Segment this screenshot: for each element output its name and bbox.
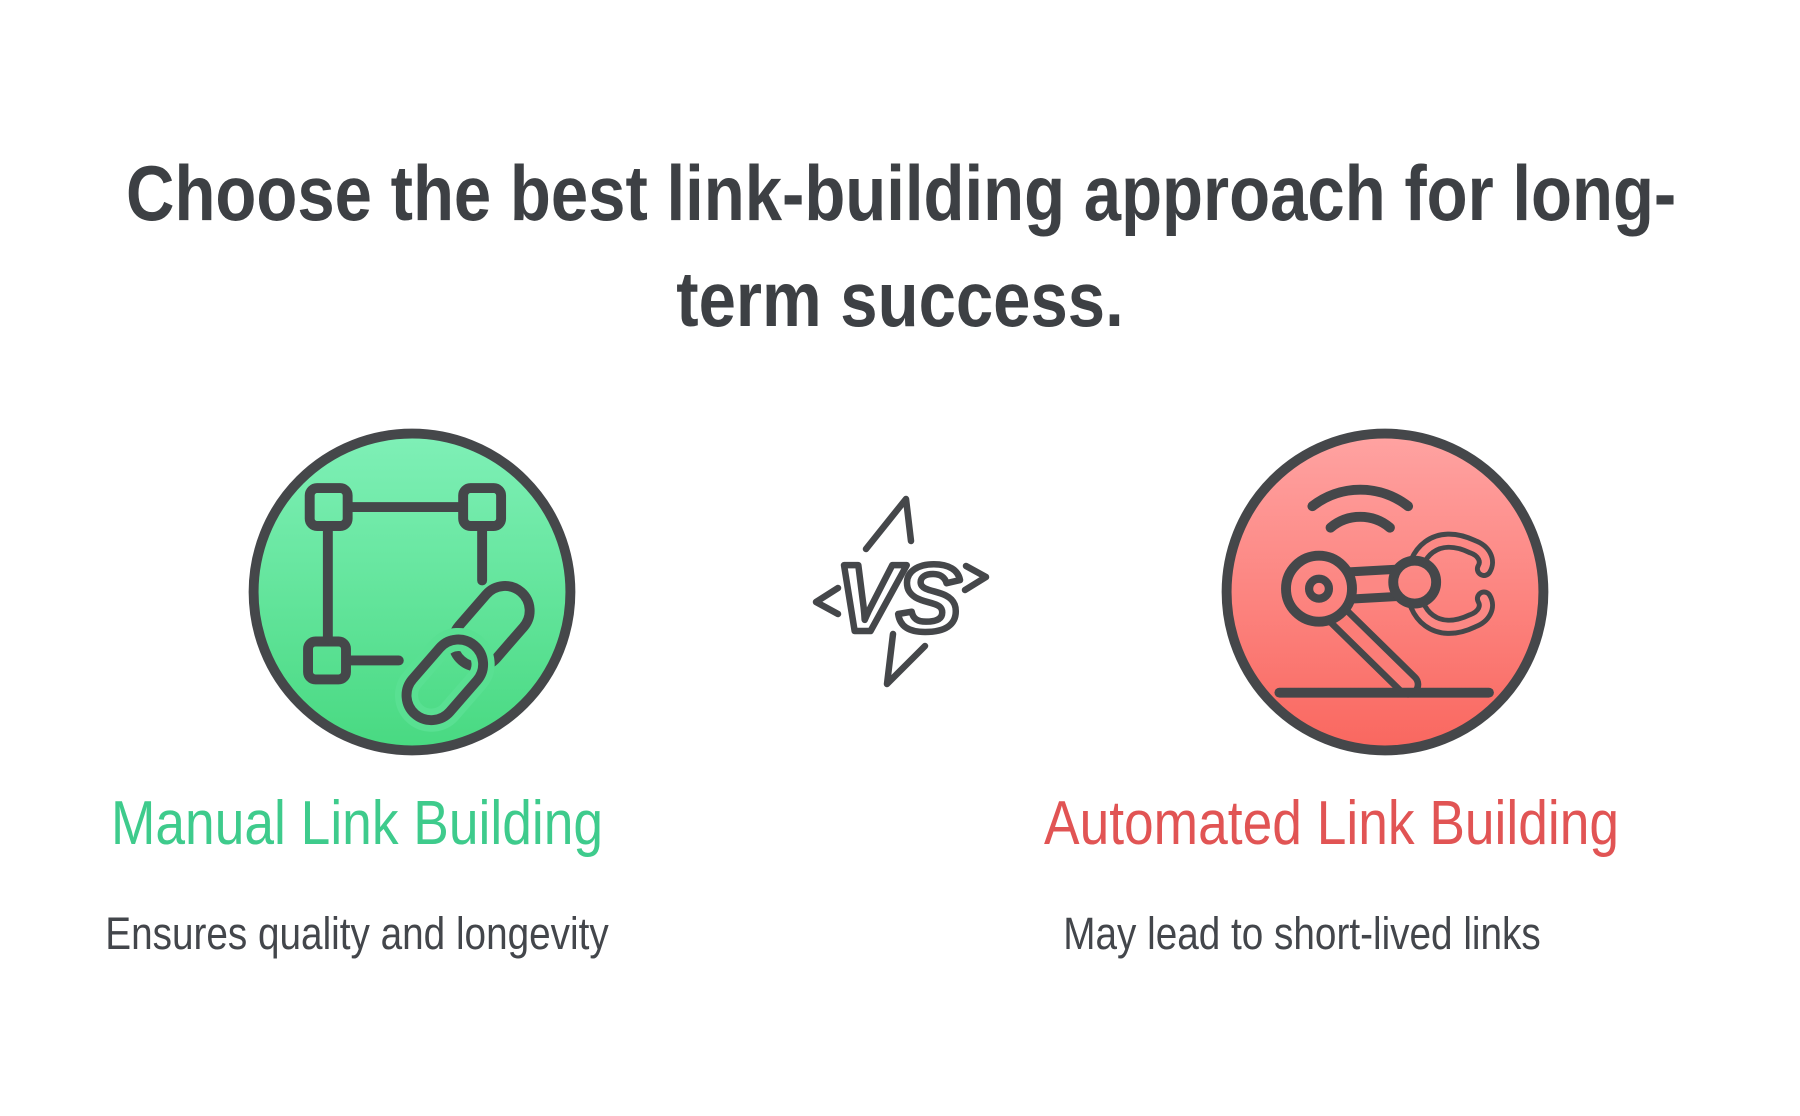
page-title-line-1: Choose the best link-building approach f… [126,149,1677,237]
shoulder-joint [1281,550,1357,627]
automated-option-label: Automated Link Building [1044,789,1620,858]
automated-link-building-icon [1221,428,1549,756]
wifi-inner-arc-icon [1325,511,1395,533]
vs-badge: VS [812,495,990,688]
manual-option-label: Manual Link Building [110,789,604,858]
robot-arm-icon [1274,484,1495,698]
wifi-outer-arc-icon [1307,484,1414,512]
manual-link-building-icon [248,428,576,756]
page-title: Choose the best link-building approach f… [126,140,1677,352]
automated-option-description: May lead to short-lived links [1063,908,1541,959]
bolt-bottom-icon [883,630,929,688]
chain-link-icon [394,581,535,732]
page-title-line-2: term success. [676,255,1124,343]
vs-label: VS [836,545,961,652]
manual-option-description: Ensures quality and longevity [105,908,609,959]
bolt-top-icon [862,495,915,553]
wrist-joint [1388,555,1442,609]
chevron-right-icon [961,562,990,594]
selection-frame-icon [303,483,507,685]
vs-spark-marks [812,495,990,688]
chevron-left-icon [812,584,842,618]
shoulder-joint-pin [1304,574,1334,603]
